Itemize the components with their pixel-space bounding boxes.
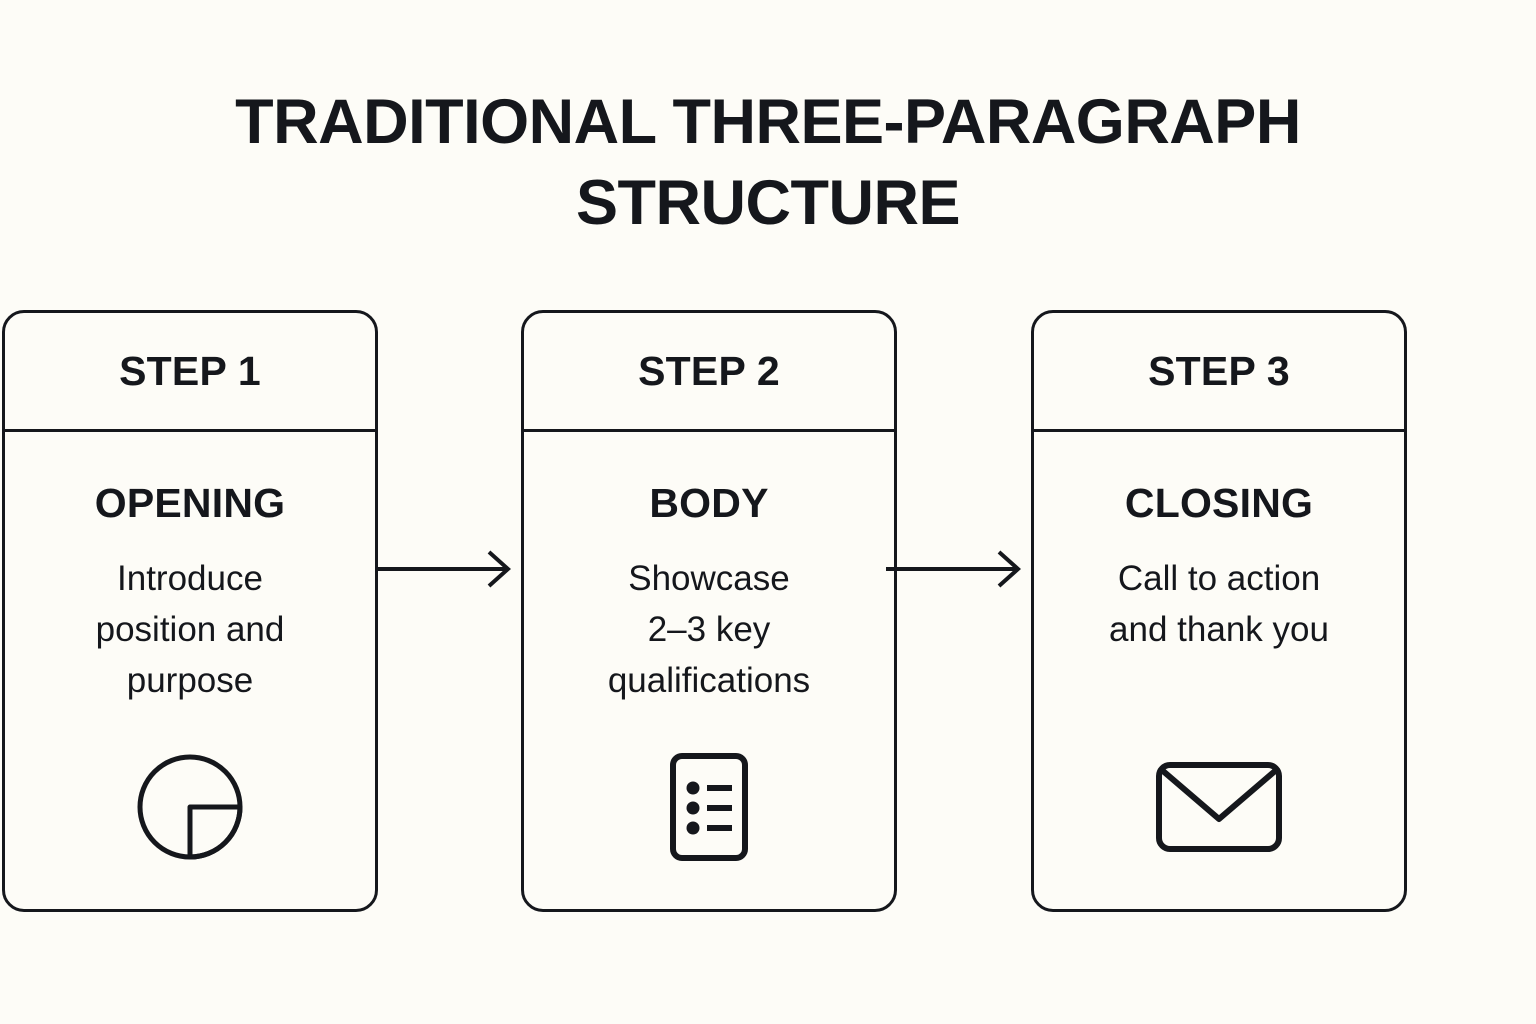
- step-card-1-icon-wrap: [134, 751, 246, 863]
- step-card-3-description: Call to action and thank you: [1109, 559, 1329, 650]
- step-card-3-step-label: STEP 3: [1148, 347, 1290, 394]
- arrow-step2-to-step3: [886, 550, 1021, 588]
- step-card-1-title: OPENING: [94, 480, 286, 526]
- step-card-3-body: CLOSING Call to action and thank you: [1034, 432, 1404, 909]
- step-card-2-icon-wrap: [664, 751, 754, 863]
- envelope-icon: [1156, 762, 1282, 852]
- pie-chart-icon: [137, 754, 243, 860]
- step-card-2[interactable]: STEP 2 BODY Showcase 2–3 key qualificati…: [521, 310, 897, 912]
- step-card-2-step-label: STEP 2: [638, 347, 780, 394]
- arrow-step1-to-step2: [377, 550, 511, 588]
- step-card-1-body: OPENING Introduce position and purpose: [5, 432, 375, 909]
- step-card-2-description: Showcase 2–3 key qualifications: [607, 559, 811, 701]
- step-card-3-header: STEP 3: [1034, 313, 1404, 432]
- step-card-2-title: BODY: [649, 480, 769, 526]
- step-card-2-header: STEP 2: [524, 313, 894, 432]
- checklist-document-icon: [670, 753, 748, 861]
- page-title: TRADITIONAL THREE-PARAGRAPH STRUCTURE: [235, 87, 1301, 238]
- step-card-1-header: STEP 1: [5, 313, 375, 432]
- step-card-3-icon-wrap: [1154, 751, 1284, 863]
- step-card-3-title: CLOSING: [1124, 480, 1314, 526]
- step-card-3[interactable]: STEP 3 CLOSING Call to action and thank …: [1031, 310, 1407, 912]
- steps-row: STEP 1 OPENING Introduce position and pu…: [0, 310, 1536, 914]
- step-card-1[interactable]: STEP 1 OPENING Introduce position and pu…: [2, 310, 378, 912]
- step-card-2-body: BODY Showcase 2–3 key qualifications: [524, 432, 894, 909]
- step-card-1-step-label: STEP 1: [119, 347, 261, 394]
- step-card-1-description: Introduce position and purpose: [95, 559, 285, 701]
